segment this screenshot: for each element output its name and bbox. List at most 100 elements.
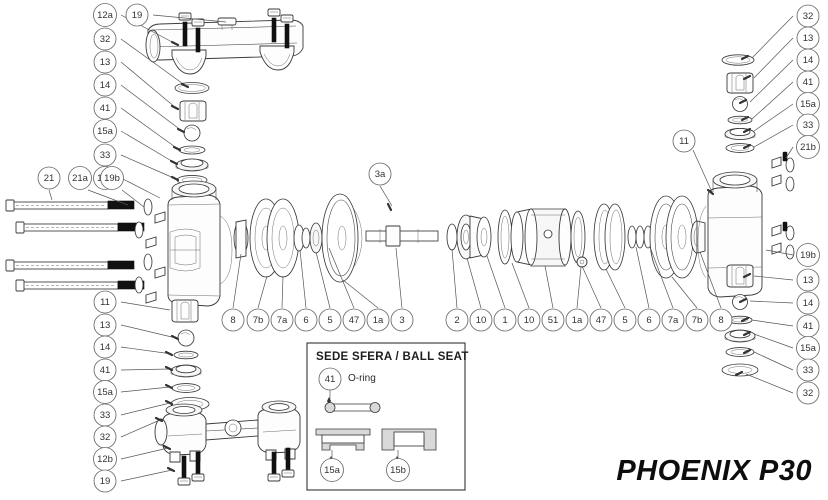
callout-bubble-5[interactable]: 5 bbox=[613, 308, 637, 332]
callout-ref-label: 47 bbox=[349, 315, 360, 326]
callout-bubble-14[interactable]: 14 bbox=[93, 335, 117, 359]
callout-circle bbox=[270, 308, 294, 332]
callout-bubble-21a[interactable]: 21a bbox=[68, 166, 92, 190]
callout-bubble-3[interactable]: 3 bbox=[390, 308, 414, 332]
callout-circle bbox=[796, 381, 820, 405]
callout-bubble-11[interactable]: 11 bbox=[672, 129, 696, 153]
callout-bubble-21[interactable]: 21 bbox=[37, 166, 61, 190]
callout-bubble-13[interactable]: 13 bbox=[93, 313, 117, 337]
callout-bubble-10[interactable]: 10 bbox=[469, 308, 493, 332]
callout-bubble-11[interactable]: 11 bbox=[93, 290, 117, 314]
callout-bubble-5[interactable]: 5 bbox=[318, 308, 342, 332]
callout-bubble-33[interactable]: 33 bbox=[796, 113, 820, 137]
callout-bubble-41[interactable]: 41 bbox=[318, 367, 342, 391]
callout-circle bbox=[685, 308, 709, 332]
callout-ref-label: 51 bbox=[548, 315, 559, 326]
callout-bubble-12b[interactable]: 12b bbox=[93, 447, 117, 471]
callout-bubble-1a[interactable]: 1a bbox=[366, 308, 390, 332]
callout-bubble-1a[interactable]: 1a bbox=[565, 308, 589, 332]
callout-bubble-7a[interactable]: 7a bbox=[270, 308, 294, 332]
callout-circle bbox=[517, 308, 541, 332]
callout-bubble-19[interactable]: 19 bbox=[93, 469, 117, 493]
callout-ref-label: 33 bbox=[803, 365, 814, 376]
callout-bubble-14[interactable]: 14 bbox=[796, 48, 820, 72]
callout-bubble-41[interactable]: 41 bbox=[93, 96, 117, 120]
callout-ref-label: 5 bbox=[327, 315, 332, 326]
callout-circle bbox=[386, 458, 410, 482]
left-pump-housing bbox=[167, 180, 233, 307]
callout-ref-label: 32 bbox=[100, 432, 111, 443]
callout-ref-label: 41 bbox=[325, 374, 336, 385]
callout-ref-label: 3a bbox=[375, 169, 386, 180]
callout-bubble-13[interactable]: 13 bbox=[796, 268, 820, 292]
callout-ref-label: 13 bbox=[803, 33, 814, 44]
callout-ref-label: 47 bbox=[596, 315, 607, 326]
callout-bubble-19b[interactable]: 19b bbox=[100, 166, 124, 190]
callout-bubble-19[interactable]: 19 bbox=[125, 3, 149, 27]
callout-bubble-10[interactable]: 10 bbox=[517, 308, 541, 332]
callout-bubble-41[interactable]: 41 bbox=[796, 314, 820, 338]
callout-bubble-1[interactable]: 1 bbox=[493, 308, 517, 332]
callout-bubble-15a[interactable]: 15a bbox=[320, 458, 344, 482]
callout-circle bbox=[93, 380, 117, 404]
callout-ref-label: 21b bbox=[800, 142, 816, 153]
callout-bubble-8[interactable]: 8 bbox=[221, 308, 245, 332]
callout-bubble-7a[interactable]: 7a bbox=[661, 308, 685, 332]
callout-circle bbox=[318, 308, 342, 332]
callout-ref-label: 6 bbox=[303, 315, 308, 326]
callout-bubble-12a[interactable]: 12a bbox=[93, 3, 117, 27]
callout-bubble-8[interactable]: 8 bbox=[709, 308, 733, 332]
legend-seat-15b bbox=[381, 428, 437, 464]
callout-circle bbox=[93, 27, 117, 51]
callout-bubble-14[interactable]: 14 bbox=[93, 73, 117, 97]
callout-ref-label: 41 bbox=[803, 77, 814, 88]
legend-seat-15a bbox=[315, 428, 371, 464]
callout-ref-label: 21 bbox=[44, 173, 55, 184]
callout-bubble-3a[interactable]: 3a bbox=[368, 162, 392, 186]
callout-bubble-32[interactable]: 32 bbox=[796, 381, 820, 405]
callout-circle bbox=[93, 119, 117, 143]
callout-bubble-47[interactable]: 47 bbox=[342, 308, 366, 332]
callout-bubble-2[interactable]: 2 bbox=[445, 308, 469, 332]
left-tie-rods bbox=[5, 199, 145, 292]
callout-bubble-15a[interactable]: 15a bbox=[93, 119, 117, 143]
legend-oring-drawing bbox=[324, 389, 381, 413]
callout-bubble-51[interactable]: 51 bbox=[541, 308, 565, 332]
callout-circle bbox=[796, 291, 820, 315]
callout-bubble-15b[interactable]: 15b bbox=[386, 458, 410, 482]
callout-bubble-15a[interactable]: 15a bbox=[796, 92, 820, 116]
callout-bubble-21b[interactable]: 21b bbox=[796, 135, 820, 159]
callout-bubble-32[interactable]: 32 bbox=[796, 4, 820, 28]
callout-bubble-15a[interactable]: 15a bbox=[93, 380, 117, 404]
callout-circle bbox=[221, 308, 245, 332]
callout-ref-label: 41 bbox=[100, 365, 111, 376]
center-air-valve-assembly bbox=[446, 203, 626, 271]
callout-circle bbox=[246, 308, 270, 332]
callout-ref-label: 10 bbox=[524, 315, 535, 326]
callout-bubble-15a[interactable]: 15a bbox=[796, 336, 820, 360]
callout-bubble-47[interactable]: 47 bbox=[589, 308, 613, 332]
callout-bubble-33[interactable]: 33 bbox=[93, 403, 117, 427]
callout-circle bbox=[93, 96, 117, 120]
callout-ref-label: 14 bbox=[100, 80, 111, 91]
callout-bubble-33[interactable]: 33 bbox=[93, 143, 117, 167]
callout-ref-label: 15a bbox=[800, 99, 817, 110]
callout-bubble-19b[interactable]: 19b bbox=[796, 243, 820, 267]
callout-bubble-13[interactable]: 13 bbox=[93, 50, 117, 74]
callout-ref-label: 7b bbox=[692, 315, 703, 326]
callout-bubble-33[interactable]: 33 bbox=[796, 358, 820, 382]
callout-bubble-41[interactable]: 41 bbox=[796, 70, 820, 94]
callout-ref-label: 33 bbox=[100, 150, 111, 161]
callout-bubble-32[interactable]: 32 bbox=[93, 27, 117, 51]
callout-ref-label: 7a bbox=[668, 315, 679, 326]
callout-bubble-14[interactable]: 14 bbox=[796, 291, 820, 315]
callout-bubble-7b[interactable]: 7b bbox=[685, 308, 709, 332]
callout-bubble-7b[interactable]: 7b bbox=[246, 308, 270, 332]
callout-bubble-32[interactable]: 32 bbox=[93, 425, 117, 449]
callout-bubble-41[interactable]: 41 bbox=[93, 358, 117, 382]
callout-bubble-6[interactable]: 6 bbox=[294, 308, 318, 332]
callout-circle bbox=[565, 308, 589, 332]
callout-bubble-6[interactable]: 6 bbox=[637, 308, 661, 332]
callout-bubble-13[interactable]: 13 bbox=[796, 26, 820, 50]
